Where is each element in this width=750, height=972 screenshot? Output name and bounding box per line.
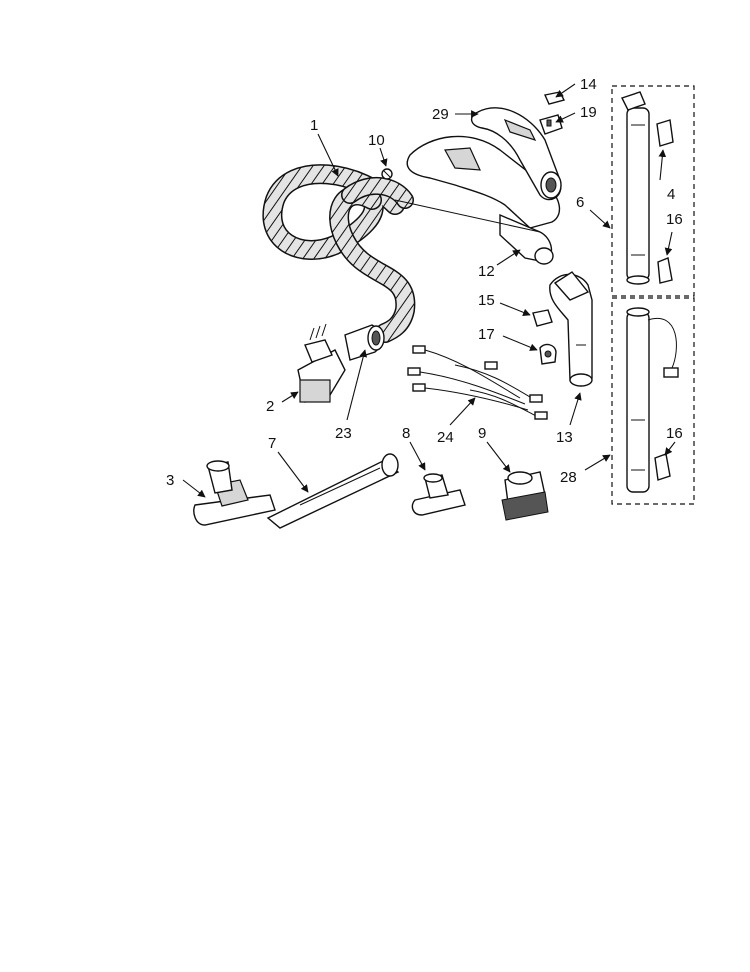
callout-28: 28 <box>560 469 577 486</box>
callout-15: 15 <box>478 292 495 309</box>
callout-16-upper: 16 <box>666 211 683 228</box>
callout-2: 2 <box>266 398 274 415</box>
handle-part <box>394 107 562 265</box>
lower-wand-box <box>611 297 695 505</box>
callout-10: 10 <box>368 132 385 149</box>
upholstery-tool-part <box>411 473 466 516</box>
callout-3: 3 <box>166 472 174 489</box>
upper-wand-part <box>621 91 650 285</box>
brush-tool-part <box>501 471 549 521</box>
switch-part <box>539 91 566 135</box>
callout-7: 7 <box>268 435 276 452</box>
wand-latch-part-lower <box>654 453 671 481</box>
elbow-part <box>549 271 593 387</box>
callout-4: 4 <box>667 186 675 203</box>
lower-wand-part <box>626 307 679 493</box>
callout-29: 29 <box>432 106 449 123</box>
callout-17: 17 <box>478 326 495 343</box>
callout-19: 19 <box>580 104 597 121</box>
cuff-part <box>344 324 385 361</box>
swivel-part <box>297 323 346 403</box>
wire-harness-part <box>407 345 548 420</box>
callout-24: 24 <box>437 429 454 446</box>
wand-latch-part-upper <box>657 257 673 284</box>
callout-23: 23 <box>335 425 352 442</box>
callout-1: 1 <box>310 117 318 134</box>
wand-clip-part <box>656 119 674 147</box>
callout-9: 9 <box>478 425 486 442</box>
floor-tool-part <box>193 460 276 526</box>
callout-12: 12 <box>478 263 495 280</box>
callout-14: 14 <box>580 76 597 93</box>
screw-part <box>381 168 393 180</box>
callout-8: 8 <box>402 425 410 442</box>
clip-part <box>532 309 553 327</box>
upper-wand-box <box>611 85 695 297</box>
callout-13: 13 <box>556 429 573 446</box>
callout-6: 6 <box>576 194 584 211</box>
crevice-tool-part <box>266 453 400 529</box>
latch-part <box>539 343 557 365</box>
callout-16-lower: 16 <box>666 425 683 442</box>
hose-part <box>262 164 416 343</box>
leader-lines <box>182 83 676 498</box>
